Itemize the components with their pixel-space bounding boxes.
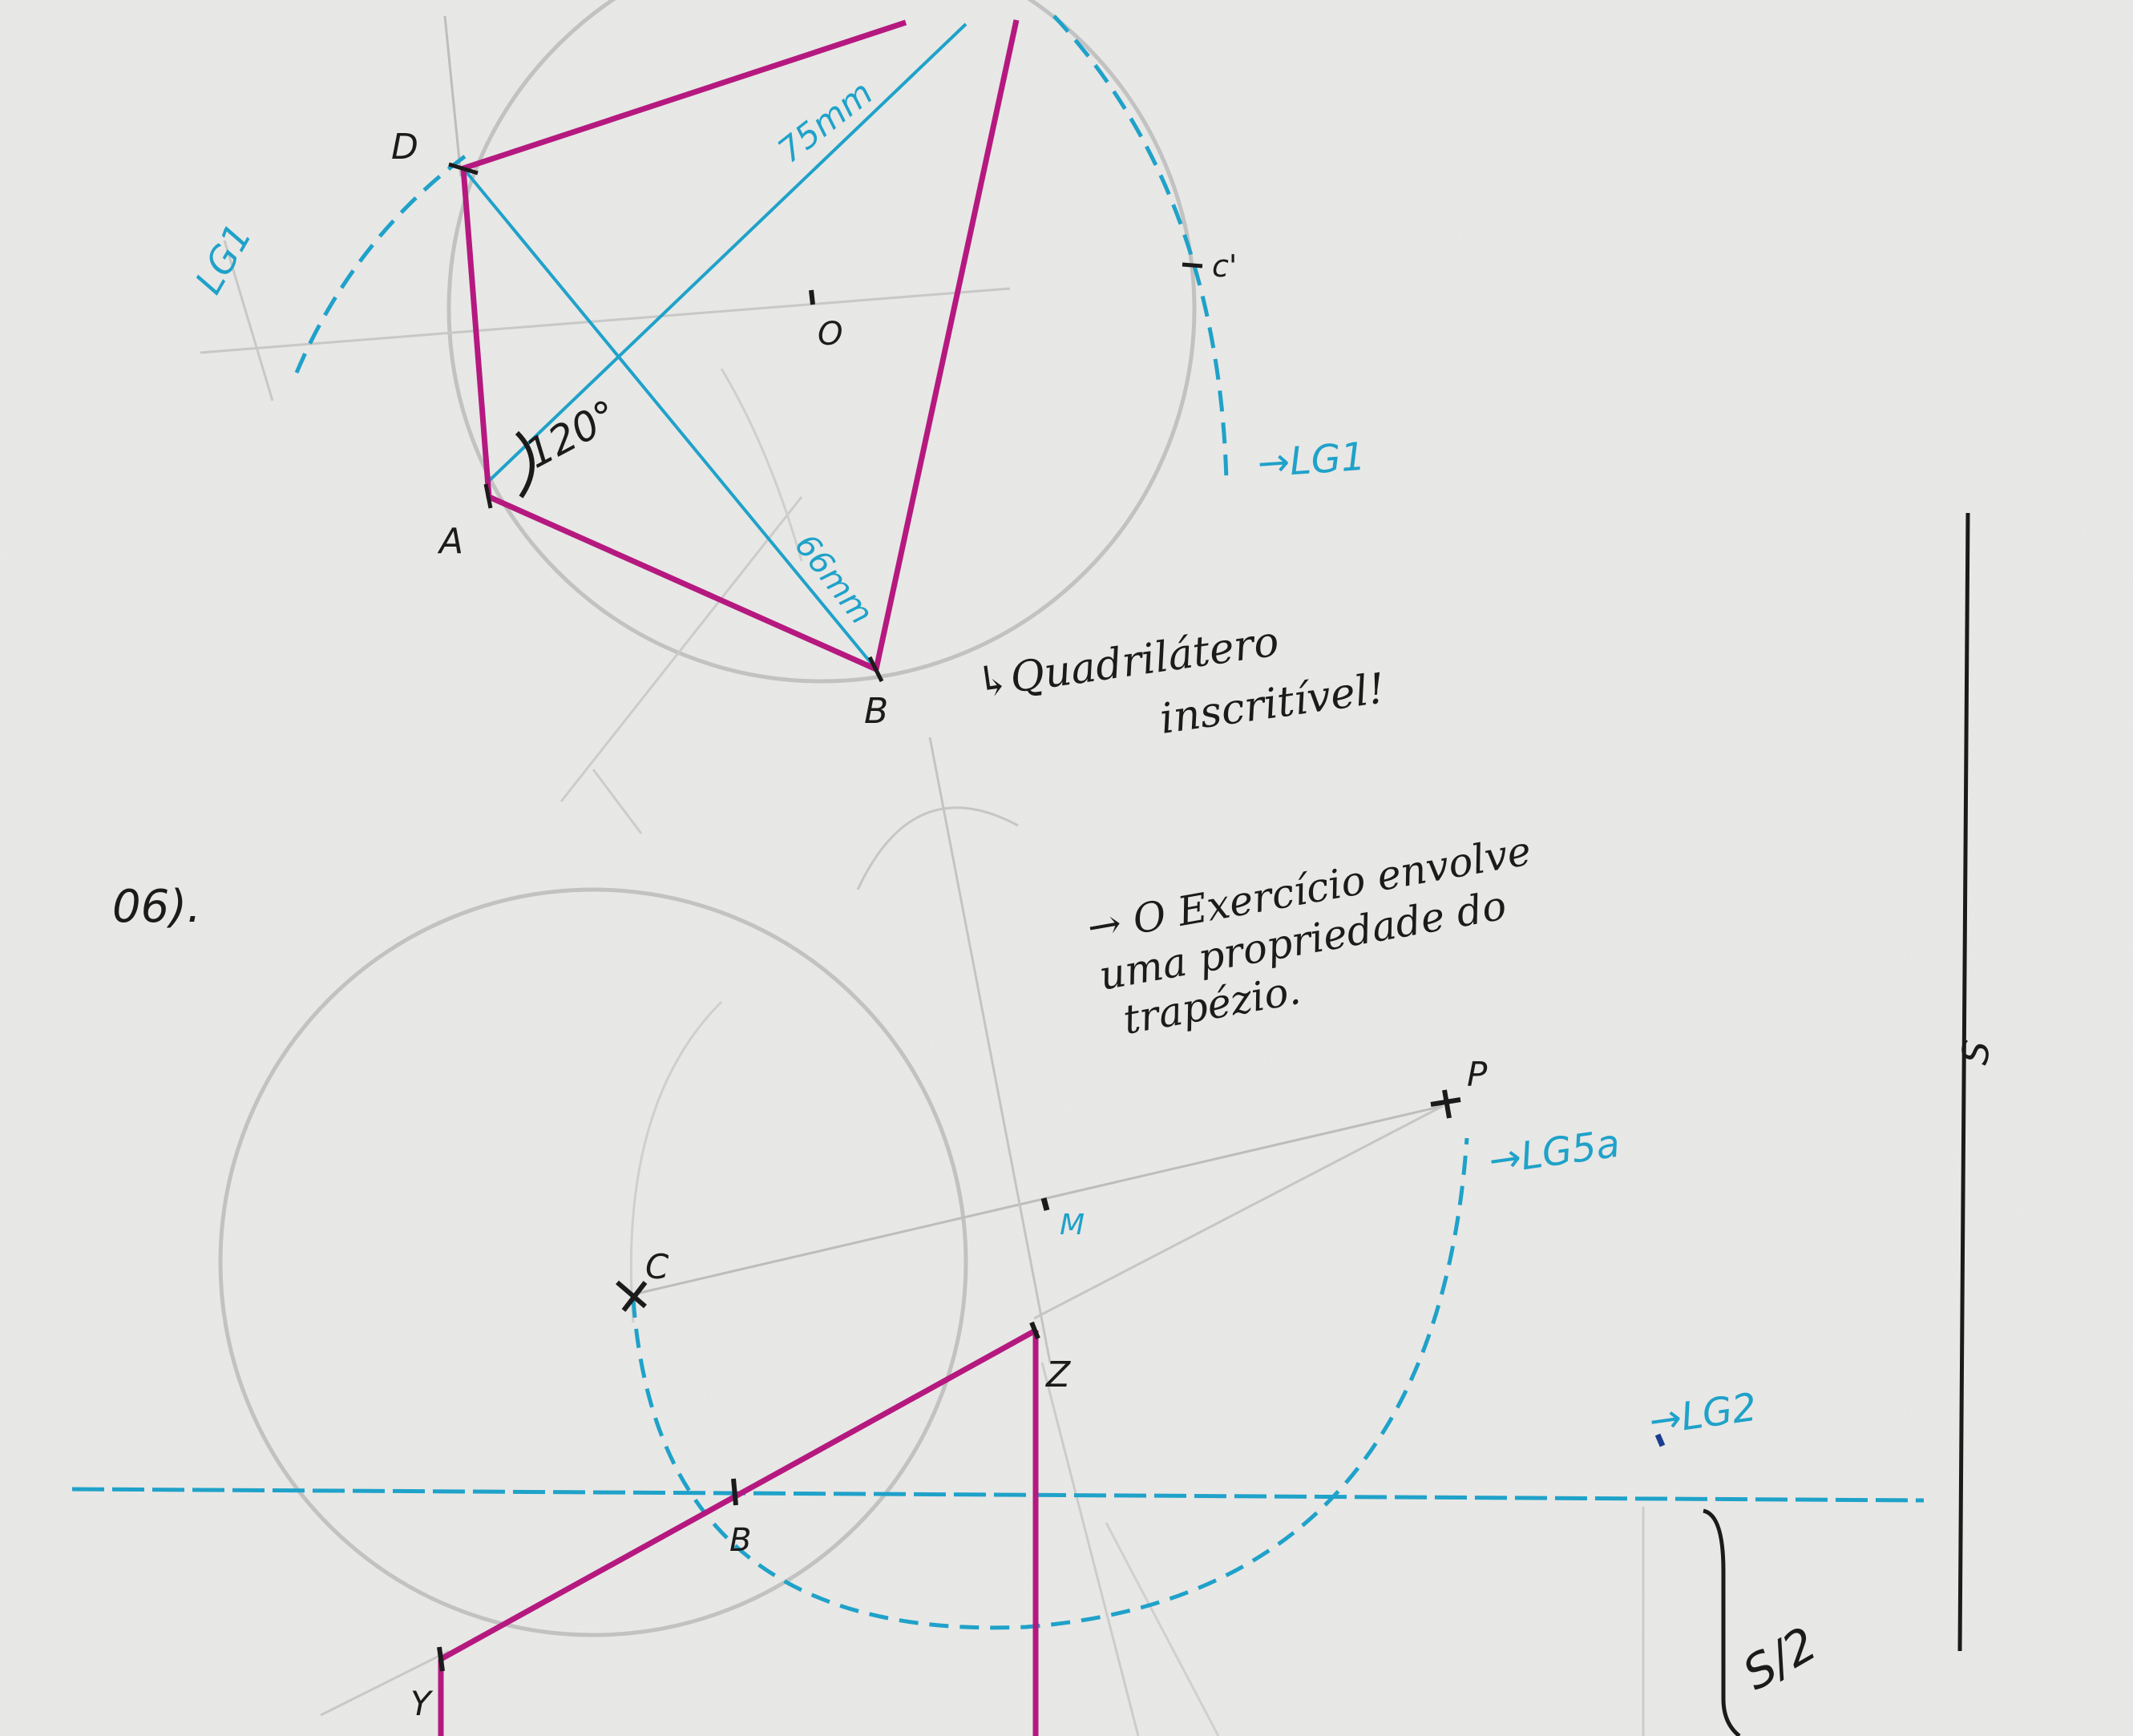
construction-line <box>560 496 803 802</box>
diagonal-75mm <box>487 22 968 482</box>
point-mark-z <box>1029 1321 1040 1340</box>
construction-line-cp <box>632 1104 1444 1296</box>
label-point-p: P <box>1467 1055 1488 1094</box>
label-vertex-a: A <box>437 521 463 562</box>
lg1-arc-right <box>1052 14 1229 482</box>
construction-arc <box>720 368 803 562</box>
exercise-number: 06). <box>112 881 201 933</box>
label-lg1-right: →LG1 <box>1256 434 1367 486</box>
construction-arc <box>856 806 1019 890</box>
construction-line <box>223 240 274 402</box>
label-point-c-prime: c' <box>1212 248 1237 284</box>
label-center-o: O <box>818 316 842 353</box>
label-point-c: C <box>645 1247 669 1286</box>
angle-arc <box>515 430 535 499</box>
vertex-mark-b <box>867 656 884 683</box>
vertex-mark-d <box>448 162 479 176</box>
point-mark-p <box>1430 1089 1461 1119</box>
construction-line <box>443 15 463 177</box>
point-mark-b <box>731 1478 738 1506</box>
trapezoid-side-yz <box>439 1327 1037 1662</box>
label-point-b: B <box>729 1522 751 1559</box>
construction-line <box>1040 1362 1140 1736</box>
bottom-construction <box>71 512 1970 1736</box>
point-mark-lg2 <box>1654 1433 1666 1447</box>
large-circle <box>218 887 968 1637</box>
vertex-mark-a <box>483 483 493 509</box>
top-construction <box>200 0 1229 890</box>
label-point-y: Y <box>410 1684 434 1723</box>
diagonal-66mm <box>462 167 878 671</box>
segment-s <box>1957 512 1970 1652</box>
point-mark-y <box>437 1646 445 1672</box>
construction-line <box>1105 1522 1220 1736</box>
label-vertex-b: B <box>864 691 888 732</box>
construction-arc <box>629 1000 723 1323</box>
label-point-z: Z <box>1045 1354 1071 1395</box>
lg2-line <box>71 1487 1925 1503</box>
half-brace <box>1703 1508 1741 1736</box>
construction-line <box>200 287 1011 354</box>
center-point <box>809 289 815 305</box>
construction-line-zp <box>1033 1104 1444 1320</box>
construction-line <box>592 769 643 834</box>
lg5a-arc <box>631 1137 1469 1630</box>
label-vertex-d: D <box>391 127 418 168</box>
lg1-arc-left <box>294 155 467 373</box>
point-mark-m <box>1040 1197 1050 1211</box>
point-mark-c-prime <box>1182 262 1203 268</box>
label-point-m: M <box>1060 1209 1085 1241</box>
point-mark-c <box>616 1280 648 1312</box>
circumcircle <box>446 0 1197 684</box>
construction-line-vertical <box>928 737 1052 1363</box>
construction-line <box>320 1649 450 1717</box>
